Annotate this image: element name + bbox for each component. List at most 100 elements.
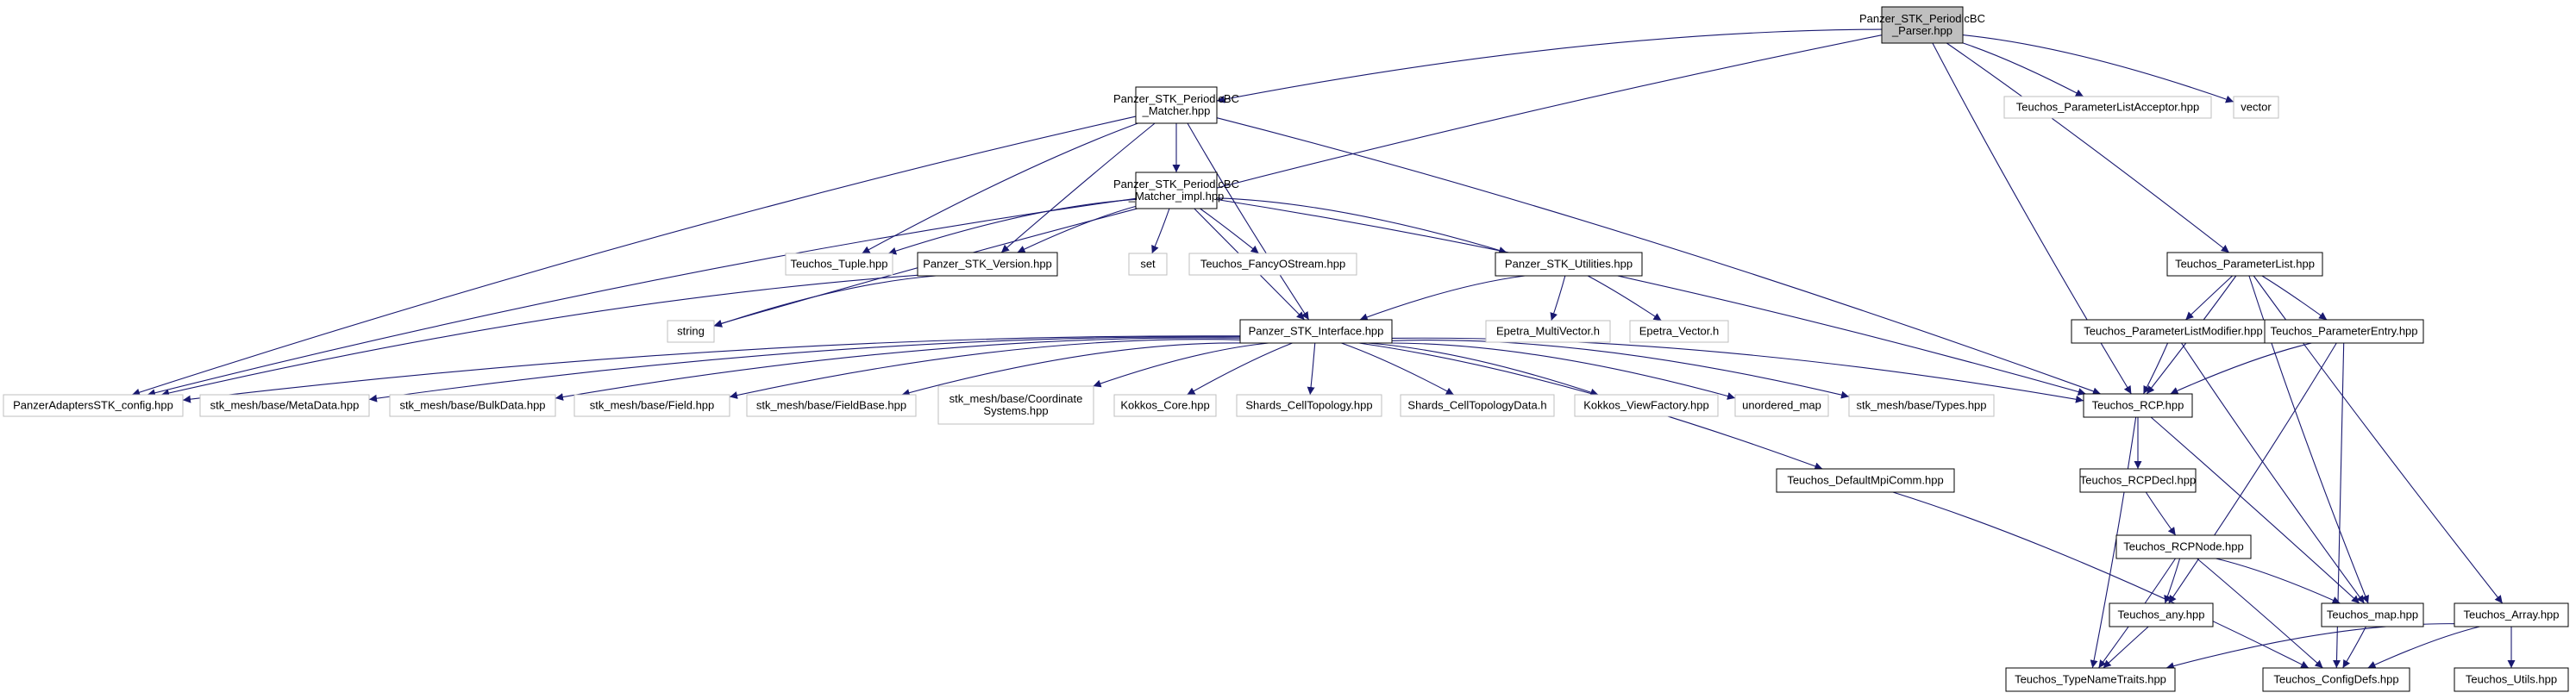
node-box: [573, 394, 730, 417]
node-pl_modifier[interactable]: Teuchos_ParameterListModifier.hpp: [2071, 319, 2276, 344]
edge-root-to-vector: [1962, 34, 2234, 103]
node-box: [1400, 394, 1555, 417]
node-mpicomm[interactable]: Teuchos_DefaultMpiComm.hpp: [1776, 468, 1955, 493]
edge-matcher_impl-to-rcp: [1216, 198, 2086, 396]
node-box: [2083, 393, 2193, 418]
node-box: [1776, 468, 1955, 493]
node-label: Panzer_STK_PeriodicBC: [1859, 12, 1985, 25]
node-label: stk_mesh/base/Types.hpp: [1856, 398, 1986, 411]
node-utils[interactable]: Teuchos_Utils.hpp: [2454, 667, 2569, 692]
node-multivector: Epetra_MultiVector.h: [1485, 320, 1611, 343]
node-label: PanzerAdaptersSTK_config.hpp: [13, 398, 173, 411]
node-box: [1495, 252, 1643, 277]
edge-root-to-pl_acceptor: [1962, 42, 2084, 97]
edge-rcpnode-to-any: [2164, 558, 2181, 604]
node-box: [1239, 319, 1393, 344]
edge-matcher-to-tuple: [862, 122, 1138, 254]
edge-interface-to-cell_topo: [1307, 342, 1316, 396]
node-label: _Parser.hpp: [1891, 24, 1952, 37]
edge-matcher_impl-to-version: [1017, 205, 1137, 253]
node-rcp[interactable]: Teuchos_RCP.hpp: [2083, 393, 2193, 418]
node-param_entry[interactable]: Teuchos_ParameterEntry.hpp: [2264, 319, 2424, 344]
node-label: Epetra_MultiVector.h: [1496, 324, 1600, 337]
node-label: Teuchos_ParameterList.hpp: [2175, 257, 2315, 270]
node-label: Teuchos_ParameterEntry.hpp: [2270, 324, 2417, 337]
node-label: vector: [2241, 100, 2272, 113]
node-types: stk_mesh/base/Types.hpp: [1848, 394, 1995, 417]
node-label: set: [1140, 257, 1156, 270]
edge-root-to-string: [713, 34, 1883, 328]
edge-interface-to-kokkos_core: [1187, 342, 1293, 396]
node-label: Teuchos_ParameterListAcceptor.hpp: [2016, 100, 2199, 113]
node-label: unordered_map: [1742, 398, 1821, 411]
node-label: Panzer_STK_PeriodicBC: [1113, 92, 1239, 105]
node-cell_topo: Shards_CellTopology.hpp: [1236, 394, 1382, 417]
edge-matcher_impl-to-config: [147, 197, 1137, 397]
node-configdefs[interactable]: Teuchos_ConfigDefs.hpp: [2262, 667, 2410, 692]
edge-map-to-configdefs: [2342, 626, 2366, 669]
node-box: [2454, 602, 2569, 627]
node-label: Panzer_STK_Interface.hpp: [1249, 324, 1384, 337]
edge-paramlist-to-param_entry: [2261, 275, 2328, 321]
node-root[interactable]: Panzer_STK_PeriodicBC_Parser.hpp: [1859, 6, 1985, 44]
edge-interface-to-rcp: [1391, 337, 2084, 403]
node-rcpnode[interactable]: Teuchos_RCPNode.hpp: [2115, 534, 2252, 559]
edge-paramlist-to-pl_modifier: [2184, 275, 2234, 321]
node-matcher[interactable]: Panzer_STK_PeriodicBC_Matcher.hpp: [1113, 86, 1239, 124]
node-label: Teuchos_FancyOStream.hpp: [1200, 257, 1345, 270]
node-box: [2166, 252, 2323, 277]
node-label: Kokkos_ViewFactory.hpp: [1583, 398, 1708, 411]
node-matcher_impl[interactable]: Panzer_STK_PeriodicBC_Matcher_impl.hpp: [1113, 172, 1239, 209]
node-box: [2264, 319, 2424, 344]
node-typenametraits[interactable]: Teuchos_TypeNameTraits.hpp: [2005, 667, 2176, 692]
node-paramlist[interactable]: Teuchos_ParameterList.hpp: [2166, 252, 2323, 277]
edge-utilities-to-epvector: [1587, 275, 1662, 321]
node-box: [2262, 667, 2410, 692]
node-label: _Matcher.hpp: [1142, 104, 1211, 117]
node-box: [917, 252, 1058, 277]
node-label: Shards_CellTopologyData.h: [1407, 398, 1546, 411]
node-label: stk_mesh/base/BulkData.hpp: [399, 398, 545, 411]
node-box: [1734, 394, 1829, 417]
edge-matcher_impl-to-tuple: [887, 198, 1137, 255]
node-interface[interactable]: Panzer_STK_Interface.hpp: [1239, 319, 1393, 344]
node-label: Epetra_Vector.h: [1639, 324, 1720, 337]
edge-array-to-configdefs: [2367, 626, 2480, 669]
node-box: [2109, 602, 2214, 627]
node-any[interactable]: Teuchos_any.hpp: [2109, 602, 2214, 627]
node-box: [1485, 320, 1611, 343]
node-field: stk_mesh/base/Field.hpp: [573, 394, 730, 417]
node-utilities[interactable]: Panzer_STK_Utilities.hpp: [1495, 252, 1643, 277]
nodes-layer: Panzer_STK_PeriodicBC_Parser.hppPanzer_S…: [3, 6, 2569, 692]
edge-utilities-to-interface: [1359, 275, 1526, 321]
edge-interface-to-field: [729, 339, 1241, 399]
node-array[interactable]: Teuchos_Array.hpp: [2454, 602, 2569, 627]
node-map[interactable]: Teuchos_map.hpp: [2321, 602, 2424, 627]
node-rcpdecl[interactable]: Teuchos_RCPDecl.hpp: [2079, 468, 2197, 493]
node-box: [1881, 6, 1964, 44]
edge-rcpnode-to-map: [2216, 558, 2341, 604]
node-label: Teuchos_any.hpp: [2118, 608, 2205, 621]
node-tuple: Teuchos_Tuple.hpp: [785, 253, 893, 276]
node-version[interactable]: Panzer_STK_Version.hpp: [917, 252, 1058, 277]
node-box: [937, 385, 1094, 425]
node-box: [2233, 96, 2279, 119]
edge-rcpdecl-to-rcpnode: [2145, 491, 2177, 536]
node-label: Shards_CellTopology.hpp: [1245, 398, 1372, 411]
edge-interface-to-coordsys: [1093, 342, 1269, 388]
edge-utilities-to-multivector: [1550, 275, 1566, 321]
node-label: _Matcher_impl.hpp: [1128, 190, 1225, 203]
edge-pl_modifier-to-map: [2181, 342, 2365, 604]
node-viewfactory: Kokkos_ViewFactory.hpp: [1574, 394, 1719, 417]
edge-root-to-matcher: [1216, 28, 1883, 103]
node-box: [1848, 394, 1995, 417]
node-box: [2079, 468, 2197, 493]
node-box: [2005, 667, 2176, 692]
edge-interface-to-config: [182, 335, 1241, 403]
node-box: [1135, 86, 1218, 124]
node-box: [2003, 96, 2212, 119]
edge-any-to-typenametraits: [2103, 626, 2149, 669]
node-epvector: Epetra_Vector.h: [1629, 320, 1729, 343]
